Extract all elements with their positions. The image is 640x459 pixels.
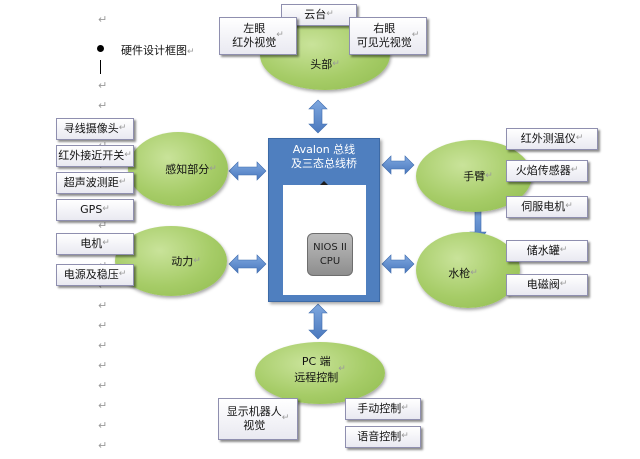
paragraph-mark: ↵	[98, 219, 108, 232]
box-motor: 电机↵	[56, 233, 134, 255]
box-gps: GPS↵	[56, 199, 134, 221]
arrow-power-bus	[228, 254, 267, 274]
paragraph-mark: ↵	[124, 150, 132, 161]
paragraph-mark: ↵	[281, 413, 290, 424]
paragraph-mark: ↵	[209, 164, 217, 174]
paragraph-mark: ↵	[98, 439, 108, 452]
paragraph-mark: ↵	[102, 238, 110, 249]
box-ir-proximity: 红外接近开关↵	[56, 145, 134, 167]
box-power-regulator: 电源及稳压↵	[56, 264, 134, 286]
box-ir-thermometer: 红外测温仪↵	[506, 128, 598, 150]
box-robot-vision-display: 显示机器人 视觉↵	[218, 398, 298, 440]
box-left-eye: 左眼 红外视觉↵	[219, 17, 297, 55]
paragraph-mark: ↵	[401, 403, 409, 414]
paragraph-mark: ↵	[98, 379, 108, 392]
paragraph-mark: ↵	[98, 319, 108, 332]
paragraph-mark: ↵	[332, 59, 340, 69]
paragraph-mark: ↵	[118, 269, 127, 280]
paragraph-mark: ↵	[193, 256, 201, 266]
paragraph-mark: ↵	[118, 177, 127, 188]
paragraph-mark: ↵	[401, 431, 409, 442]
paragraph-mark: ↵	[559, 245, 568, 256]
arrow-bus-arm	[381, 155, 415, 175]
arrow-bus-watergun	[381, 254, 415, 274]
paragraph-mark: ↵	[98, 399, 108, 412]
box-right-eye: 右眼 可见光视觉↵	[349, 17, 427, 55]
paragraph-mark: ↵	[98, 13, 108, 26]
text-cursor	[100, 60, 101, 74]
watergun-ellipse: 水枪↵	[416, 232, 520, 308]
paragraph-mark: ↵	[98, 99, 108, 112]
box-ultrasonic: 超声波测距↵	[56, 172, 134, 194]
paragraph-mark: ↵	[187, 47, 195, 57]
paragraph-mark: ↵	[98, 419, 108, 432]
cpu-panel: NIOS II CPU	[283, 185, 366, 295]
paragraph-mark: ↵	[565, 201, 573, 212]
list-bullet	[97, 45, 104, 52]
paragraph-mark: ↵	[485, 171, 493, 181]
paragraph-mark: ↵	[570, 165, 579, 176]
box-voice-control: 语音控制↵	[345, 426, 421, 448]
paragraph-mark: ↵	[276, 30, 284, 41]
arrow-perception-bus	[228, 161, 267, 181]
perception-ellipse: 感知部分↵	[128, 132, 228, 206]
heading-hardware-diagram: 硬件设计框图↵	[121, 44, 195, 57]
nios-cpu: NIOS II CPU	[307, 233, 353, 276]
paragraph-mark: ↵	[326, 9, 334, 20]
arrow-head-bus	[308, 99, 328, 134]
paragraph-mark: ↵	[118, 123, 127, 134]
paragraph-mark: ↵	[98, 359, 108, 372]
box-manual-control: 手动控制↵	[345, 398, 421, 420]
box-flame-sensor: 火焰传感器↵	[506, 160, 588, 182]
box-solenoid-valve: 电磁阀↵	[506, 274, 588, 296]
paragraph-mark: ↵	[338, 364, 346, 374]
box-servo-motor: 伺服电机↵	[506, 196, 588, 218]
box-pan-tilt: 云台↵	[281, 4, 357, 26]
paragraph-mark: ↵	[98, 339, 108, 352]
paragraph-mark: ↵	[575, 133, 584, 144]
paragraph-mark: ↵	[559, 279, 568, 290]
pc-ellipse: PC 端 远程控制↵	[255, 342, 385, 404]
box-line-camera: 寻线摄像头↵	[56, 118, 134, 140]
avalon-bus-block: Avalon 总线 及三态总线桥 NIOS II CPU	[268, 138, 380, 302]
paragraph-mark: ↵	[470, 268, 478, 278]
paragraph-mark: ↵	[98, 299, 108, 312]
arrow-bus-pc	[308, 303, 328, 340]
box-water-tank: 储水罐↵	[506, 240, 588, 262]
paragraph-mark: ↵	[98, 79, 108, 92]
bus-title: Avalon 总线 及三态总线桥	[291, 143, 357, 171]
paragraph-mark: ↵	[102, 204, 110, 215]
paragraph-mark: ↵	[411, 30, 420, 41]
